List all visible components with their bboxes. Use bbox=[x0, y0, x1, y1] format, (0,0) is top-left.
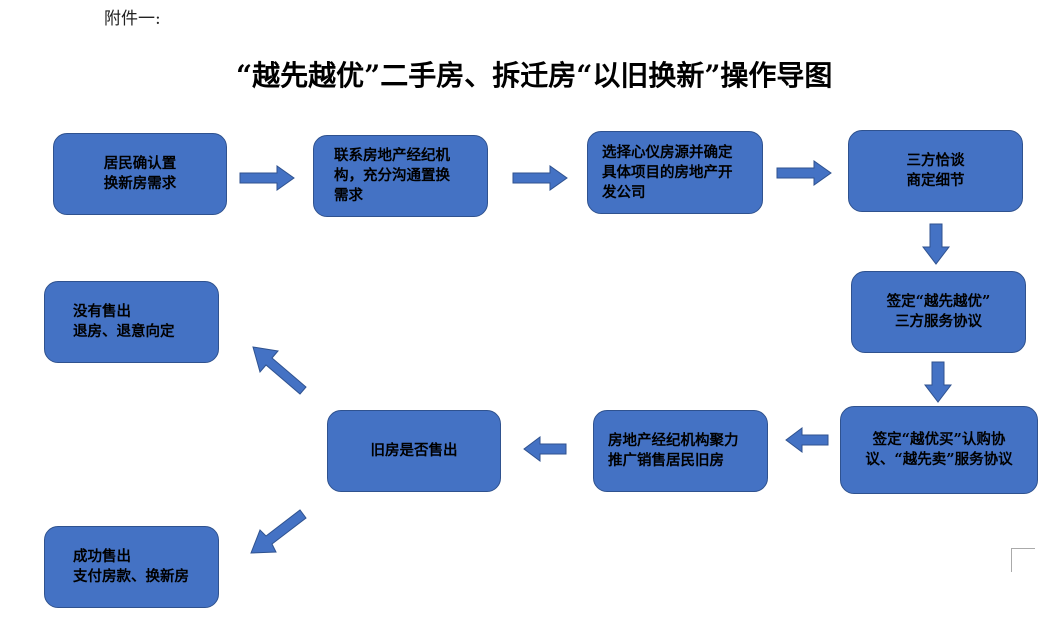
step-text-line: 三方恰谈 bbox=[906, 152, 965, 169]
step-text-line: 房地产经纪机构聚力 bbox=[608, 432, 739, 449]
step-text-line: 退房、退意向定 bbox=[73, 323, 175, 340]
step-text-line: 发公司 bbox=[602, 183, 646, 201]
step-text-line: 签定“越先越优” bbox=[886, 293, 991, 310]
arrow-left-icon bbox=[785, 427, 829, 453]
step-sign-purchase-sale-agreements: 签定“越优买”认购协议、“越先卖”服务协议 bbox=[840, 406, 1038, 494]
arrow-left-icon bbox=[523, 436, 567, 462]
step-confirm-demand: 居民确认置换新房需求 bbox=[53, 133, 227, 215]
outcome-sold: 成功售出支付房款、换新房 bbox=[44, 526, 219, 608]
step-text-line: 需求 bbox=[334, 187, 363, 204]
arrow-right-icon bbox=[776, 160, 832, 186]
step-text-line: 没有售出 bbox=[73, 303, 131, 320]
outcome-not-sold: 没有售出退房、退意向定 bbox=[44, 281, 219, 363]
step-text-line: 支付房款、换新房 bbox=[73, 568, 189, 585]
step-text-line: 三方服务协议 bbox=[895, 313, 982, 330]
page-corner-mark bbox=[1011, 548, 1035, 572]
arrow-down-icon bbox=[924, 361, 952, 403]
step-text-line: 选择心仪房源并确定 bbox=[602, 143, 733, 161]
step-choose-developer: 选择心仪房源并确定具体项目的房地产开发公司 bbox=[587, 131, 763, 214]
step-text-line: 推广销售居民旧房 bbox=[608, 452, 724, 469]
arrow-up-left-icon bbox=[252, 346, 307, 395]
step-text-line: 商定细节 bbox=[906, 172, 965, 189]
step-text-line: 旧房是否售出 bbox=[370, 442, 458, 459]
step-text-line: 换新房需求 bbox=[103, 175, 177, 192]
arrow-right-icon bbox=[512, 165, 568, 191]
step-sign-service-agreement: 签定“越先越优” 三方服务协议 bbox=[851, 271, 1026, 353]
step-text-line: 联系房地产经纪机 bbox=[334, 147, 450, 164]
page-title: “越先越优”二手房、拆迁房“以旧换新”操作导图 bbox=[236, 59, 833, 92]
attachment-label: 附件一: bbox=[104, 9, 161, 29]
step-text-line: 议、“越先卖”服务协议 bbox=[865, 451, 1013, 468]
arrow-right-icon bbox=[239, 165, 295, 191]
step-agency-promote-sale: 房地产经纪机构聚力推广销售居民旧房 bbox=[593, 410, 768, 492]
step-three-party-negotiation: 三方恰谈商定细节 bbox=[848, 130, 1023, 212]
step-text-line: 构，充分沟通置换 bbox=[334, 167, 450, 184]
step-contact-agency: 联系房地产经纪机构，充分沟通置换需求 bbox=[313, 135, 488, 217]
arrow-down-left-icon bbox=[250, 509, 307, 554]
step-text-line: 成功售出 bbox=[73, 548, 131, 565]
step-old-house-sold-decision: 旧房是否售出 bbox=[327, 410, 501, 492]
arrow-down-icon bbox=[922, 223, 950, 265]
step-text-line: 签定“越优买”认购协 bbox=[872, 431, 1006, 448]
step-text-line: 居民确认置 bbox=[103, 155, 177, 172]
step-text-line: 具体项目的房地产开 bbox=[602, 163, 733, 181]
